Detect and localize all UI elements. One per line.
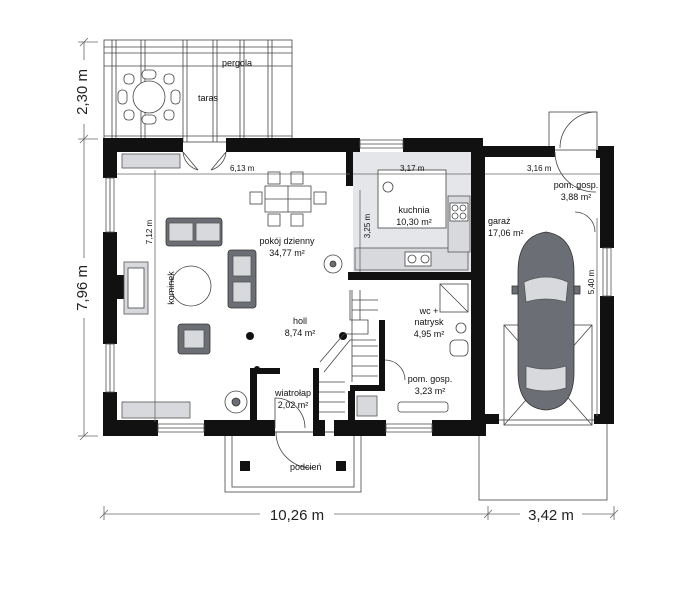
total-width-garage-label: 3,42 m <box>528 507 574 524</box>
garage-height-label: 5,40 m <box>587 269 596 294</box>
living-width-label: 6,13 m <box>230 164 255 173</box>
pokoj-area: 34,77 m² <box>269 248 305 258</box>
taras-label: taras <box>198 93 219 103</box>
kitchen-furniture <box>353 152 471 272</box>
pom-gosp-garage-area: 3,88 m² <box>561 192 592 202</box>
total-width-main-label: 10,26 m <box>270 507 324 524</box>
living-height-label: 7,12 m <box>145 219 154 244</box>
depth-main-label: 7,96 m <box>74 265 91 311</box>
kuchnia-area: 10,30 m² <box>396 217 432 227</box>
utility-fixtures <box>356 395 449 417</box>
pom-gosp-garage-name: pom. gosp. <box>554 180 599 190</box>
wc-name-1: wc + <box>419 306 439 316</box>
podcien-label: podcień <box>290 462 322 472</box>
kitchen-height-label: 3,25 m <box>363 213 372 238</box>
car-icon <box>511 231 581 411</box>
room-labels: kuchnia 10,30 m² pokój dzienny 34,77 m² … <box>166 180 598 410</box>
pokoj-name: pokój dzienny <box>259 236 315 246</box>
depth-terrace-label: 2,30 m <box>74 69 91 115</box>
inner-dimensions: 6,13 m 3,17 m 3,16 m 7,12 m 3,25 m 5,40 … <box>117 164 600 422</box>
holl-name: holl <box>293 316 307 326</box>
porch: podcień <box>224 431 362 493</box>
kuchnia-name: kuchnia <box>398 205 429 215</box>
stairs <box>319 290 378 413</box>
wiatrolap-name: wiatrołap <box>274 388 311 398</box>
garaz-name: garaż <box>488 216 511 226</box>
wiatrolap-area: 2,02 m² <box>278 400 309 410</box>
kitchen-width-label: 3,17 m <box>400 164 425 173</box>
garaz-area: 17,06 m² <box>488 228 524 238</box>
pergola-label: pergola <box>222 58 252 68</box>
wc-fixtures <box>439 283 469 357</box>
pergola-terrace: pergola taras <box>103 39 293 143</box>
pom-gosp-small-name: pom. gosp. <box>408 374 453 384</box>
garage-side-door <box>548 111 598 151</box>
kominek-label: kominek <box>166 271 176 305</box>
garage-width-label: 3,16 m <box>527 164 552 173</box>
overall-dimensions: 2,30 m 7,96 m 10,26 m 3,42 m <box>70 37 619 524</box>
windows <box>105 139 612 433</box>
wc-area: 4,95 m² <box>414 329 445 339</box>
living-furniture <box>121 153 347 419</box>
pom-gosp-small-area: 3,23 m² <box>415 386 446 396</box>
wc-name-2: natrysk <box>414 317 444 327</box>
walls <box>103 138 614 436</box>
doors <box>182 151 597 429</box>
holl-area: 8,74 m² <box>285 328 316 338</box>
